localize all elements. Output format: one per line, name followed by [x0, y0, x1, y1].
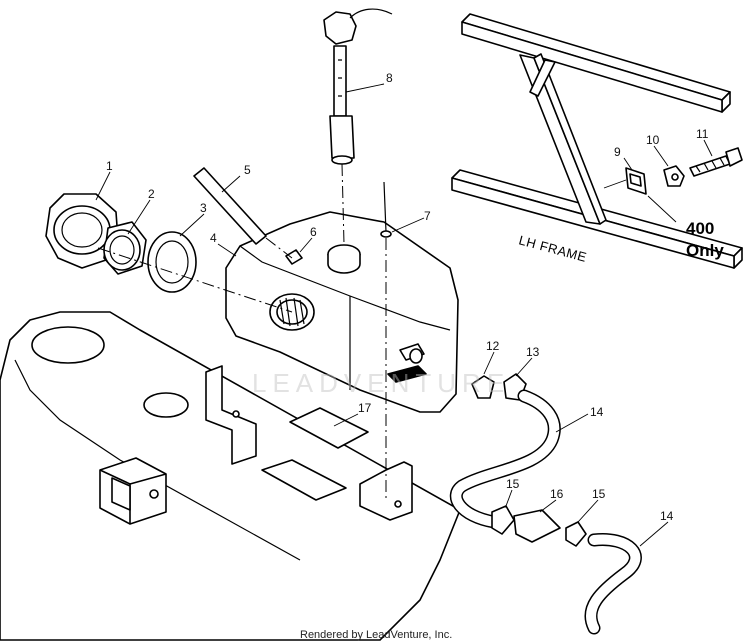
clamp-15-right — [565, 521, 587, 547]
callout-15-right: 15 — [592, 487, 606, 501]
callout-4: 4 — [210, 231, 217, 245]
filler-adapter — [103, 221, 147, 275]
lh-frame: LH FRAME — [451, 13, 743, 269]
callout-7: 7 — [424, 209, 431, 223]
frame-label: LH FRAME — [517, 232, 588, 265]
vent-hose — [193, 167, 267, 245]
callout-14-upper: 14 — [590, 405, 604, 419]
vent-fitting — [285, 249, 303, 265]
footer-credit: Rendered by LeadVenture, Inc. — [300, 629, 452, 641]
callout-17: 17 — [358, 401, 372, 415]
mount-bracket — [625, 147, 743, 195]
callout-3: 3 — [200, 201, 207, 215]
callout-13: 13 — [526, 345, 540, 359]
callout-5: 5 — [244, 163, 251, 177]
axis-line-sender — [341, 163, 345, 245]
pad-17 — [289, 407, 369, 449]
clamp-15-left — [491, 505, 515, 535]
callout-6: 6 — [310, 225, 317, 239]
fuel-cap — [45, 193, 119, 269]
callout-12: 12 — [486, 339, 500, 353]
fitting-12 — [471, 375, 495, 399]
callout-10: 10 — [646, 133, 660, 147]
swingarm-frame — [0, 311, 461, 641]
axis-line-filler — [97, 247, 293, 313]
callout-11: 11 — [696, 127, 709, 141]
watermark: LEADVENTURE — [252, 368, 510, 398]
callout-16: 16 — [550, 487, 564, 501]
fuel-sender — [323, 8, 393, 165]
leader-lines — [95, 83, 713, 547]
inline-filter — [513, 509, 561, 543]
callout-1: 1 — [106, 159, 113, 173]
model-note-line2: Only — [686, 241, 724, 260]
model-note-line1: 400 — [686, 219, 714, 238]
callout-9: 9 — [614, 145, 621, 159]
callout-15-left: 15 — [506, 477, 520, 491]
gasket — [147, 231, 197, 293]
callout-8: 8 — [386, 71, 393, 85]
callout-2: 2 — [148, 187, 155, 201]
drain-rod — [380, 181, 392, 238]
callout-14-lower: 14 — [660, 509, 674, 523]
fuel-tank — [225, 211, 459, 413]
axis-line-vent — [265, 237, 293, 259]
